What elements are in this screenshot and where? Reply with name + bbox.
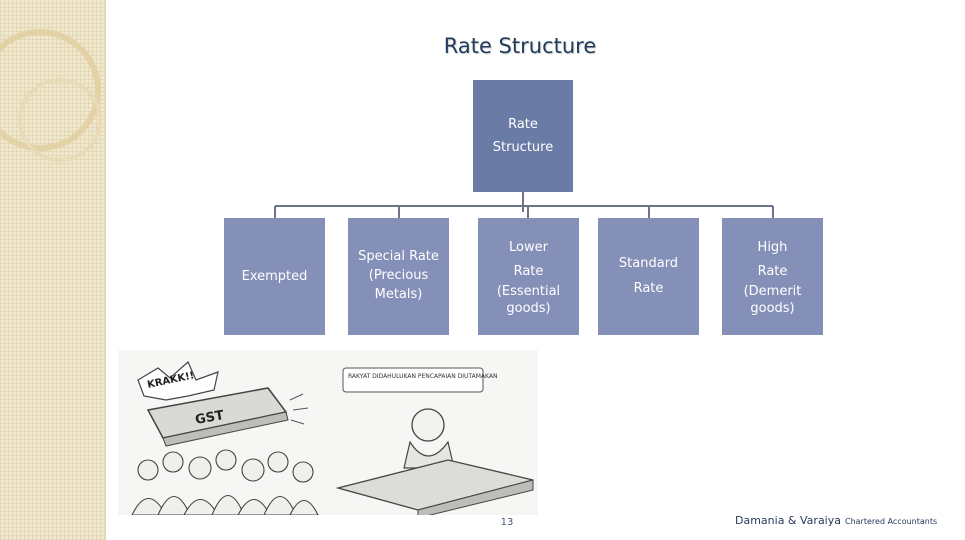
node-lower-rate: Lower Rate (Essential goods)	[478, 218, 579, 335]
root-node-rate-structure: Rate Structure	[473, 80, 573, 192]
page-title: Rate Structure	[443, 34, 597, 58]
node-lower-line4: goods)	[506, 300, 551, 316]
node-high-line3: (Demerit	[743, 283, 802, 299]
cartoon-gst-text: GST	[194, 408, 225, 428]
gst-cartoon-illustration: GST KRAKK!! RAKYAT DIDAHULUKAN PENCAPAIA…	[118, 350, 538, 519]
footer-firm-name: Damania & Varaiya	[735, 514, 841, 527]
node-special-line1: Special Rate	[358, 249, 439, 265]
node-lower-line3: (Essential	[496, 283, 561, 299]
node-high-line1: High	[757, 239, 788, 255]
node-high-line4: goods)	[750, 300, 795, 316]
node-standard-line2: Rate	[633, 280, 664, 296]
node-exempted-label: Exempted	[241, 268, 308, 284]
node-exempted: Exempted	[224, 218, 325, 335]
node-standard-rate: Standard Rate	[598, 218, 699, 335]
node-lower-line2: Rate	[513, 263, 544, 279]
root-label-line2: Structure	[492, 140, 554, 155]
node-special-line2: (Precious	[368, 268, 429, 284]
node-special-line3: Metals)	[374, 286, 423, 302]
decorative-swirl	[0, 29, 102, 162]
node-special-rate: Special Rate (Precious Metals)	[348, 218, 449, 335]
root-label-line1: Rate	[508, 116, 538, 132]
footer-firm: Damania & Varaiya Chartered Accountants	[735, 514, 937, 527]
cartoon-banner-text: RAKYAT DIDAHULUKAN PENCAPAIAN DIUTAMAKAN	[348, 373, 497, 380]
cartoon-drawing: GST KRAKK!! RAKYAT DIDAHULUKAN PENCAPAIA…	[131, 361, 534, 519]
node-lower-line1: Lower	[509, 239, 548, 255]
node-high-line2: Rate	[757, 263, 788, 279]
footer-firm-suffix: Chartered Accountants	[845, 517, 938, 526]
node-standard-line1: Standard	[618, 256, 679, 272]
page-number: 13	[500, 517, 514, 528]
decorative-side-strip	[0, 0, 106, 540]
node-high-rate: High Rate (Demerit goods)	[722, 218, 823, 335]
